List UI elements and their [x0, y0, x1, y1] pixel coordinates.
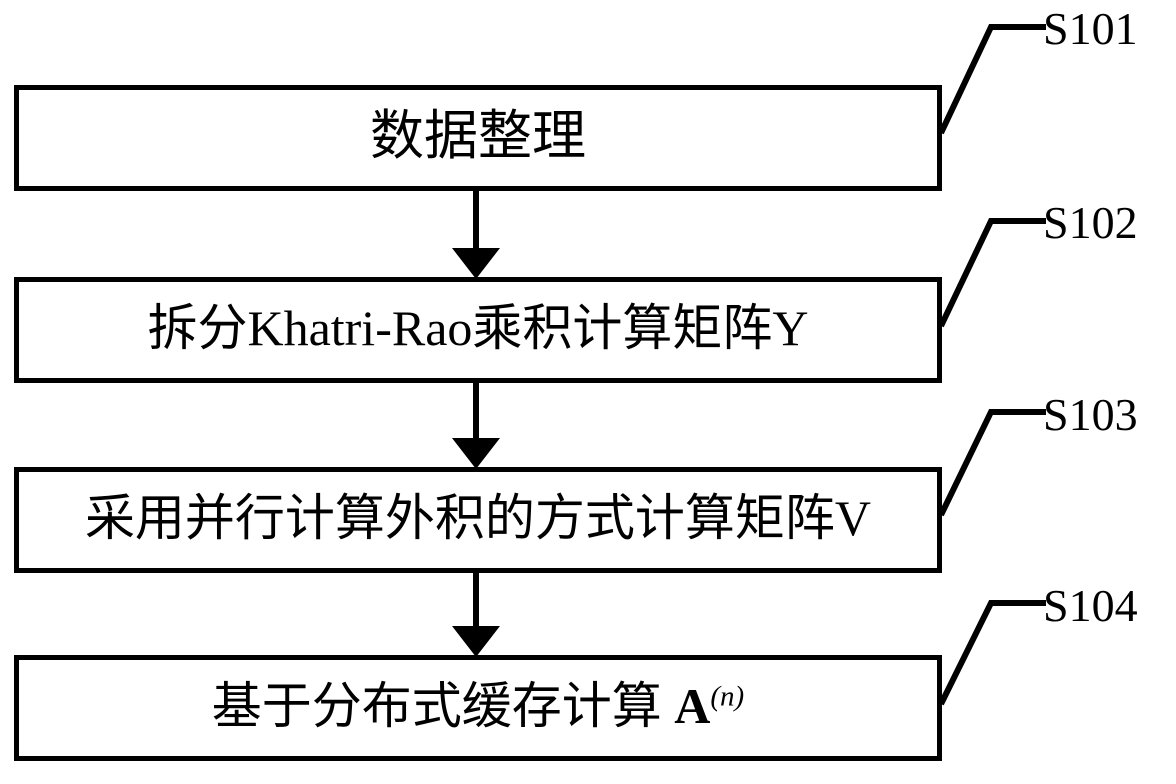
process-box-s102-label: 拆分Khatri-Rao乘积计算矩阵Y	[147, 300, 809, 356]
callout-leader-s103	[938, 409, 1046, 517]
step-tag-s101: S101	[1043, 3, 1138, 54]
process-box-s102[interactable]: 拆分Khatri-Rao乘积计算矩阵Y	[14, 277, 942, 383]
step-tag-s104: S104	[1043, 580, 1138, 631]
connector-s101-s102	[452, 190, 500, 279]
callout-leader-s104	[938, 600, 1046, 706]
callout-leader-s101	[938, 24, 1046, 135]
process-box-s101-label: 数据整理	[370, 106, 586, 166]
process-box-s101[interactable]: 数据整理	[14, 85, 942, 191]
process-box-s103[interactable]: 采用并行计算外积的方式计算矩阵V	[14, 467, 942, 573]
step-tag-s103: S103	[1043, 389, 1138, 440]
step-tag-s102: S102	[1043, 197, 1138, 248]
process-box-s104-symbol: A(n)	[674, 678, 744, 734]
process-box-s103-label: 采用并行计算外积的方式计算矩阵V	[84, 490, 872, 546]
process-box-s104[interactable]: 基于分布式缓存计算 A(n)	[14, 655, 942, 761]
process-box-s104-label: 基于分布式缓存计算 A(n)	[212, 681, 744, 731]
connector-s102-s103	[452, 383, 500, 469]
connector-s103-s104	[452, 573, 500, 657]
callout-leader-s102	[938, 218, 1046, 328]
process-box-s104-symbol-superscript: (n)	[710, 680, 745, 713]
process-box-s104-label-prefix: 基于分布式缓存计算	[211, 678, 675, 734]
process-box-s104-symbol-base: A	[674, 678, 711, 734]
